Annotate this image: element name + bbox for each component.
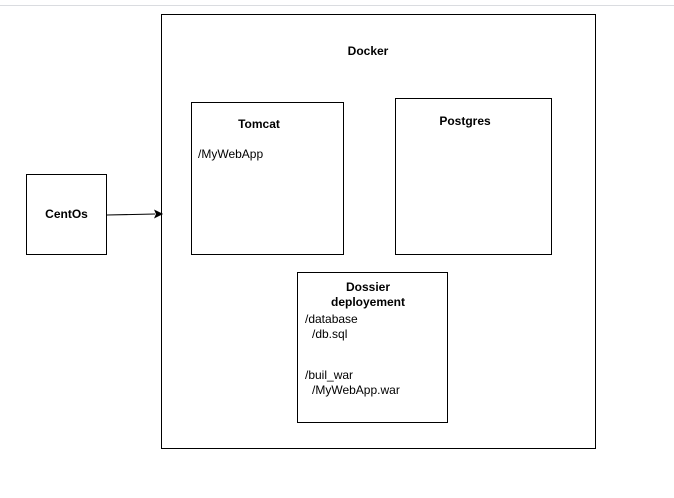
dossier-path-buil-war: /buil_war — [305, 368, 354, 382]
docker-label: Docker — [347, 44, 389, 58]
dossier-deployement-box[interactable] — [297, 272, 448, 423]
top-divider — [0, 5, 674, 6]
dossier-path-db-sql: /db.sql — [312, 327, 348, 341]
centos-label: CentOs — [45, 207, 88, 221]
postgres-label: Postgres — [439, 114, 491, 128]
postgres-box[interactable] — [395, 98, 552, 255]
tomcat-label: Tomcat — [238, 117, 280, 131]
dossier-path-database: /database — [305, 312, 358, 326]
connector-line — [106, 213, 156, 216]
tomcat-path-mywebapp: /MyWebApp — [198, 147, 264, 161]
dossier-label-line2: deployement — [330, 295, 405, 309]
dossier-label-line1: Dossier — [345, 280, 391, 294]
dossier-path-mywebapp-war: /MyWebApp.war — [312, 383, 400, 397]
tomcat-box[interactable] — [191, 102, 344, 255]
centos-box[interactable] — [26, 174, 107, 255]
